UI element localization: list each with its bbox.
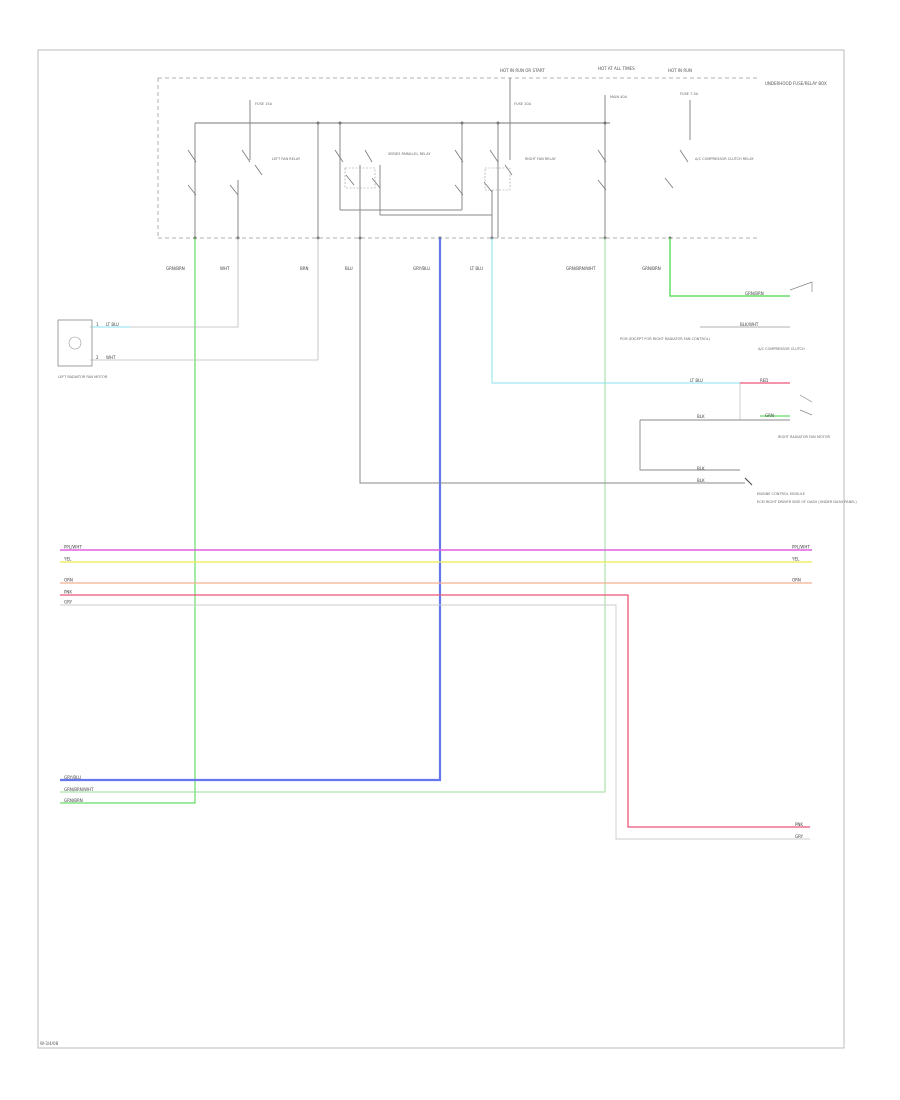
top-wire-label: GRN/BRN <box>642 266 661 271</box>
right-wire-label: LT BLU <box>690 378 703 383</box>
bottom-left-labels: GRY/BLU GRN/BRN/WHT GRN/BRN <box>64 775 94 803</box>
bus-line-right-label: ORN <box>792 578 801 583</box>
ecm-label: ENGINE CONTROL MODULE <box>757 492 805 496</box>
top-wire-label: GRN/BRN <box>166 266 185 271</box>
left-motor-wire-1: LT BLU <box>106 322 119 327</box>
bottom-left-label: GRY/BLU <box>64 775 81 780</box>
wire-grn-brn <box>60 238 196 804</box>
relay-2-label: SERIES PARALLEL RELAY <box>388 152 431 156</box>
right-wire-label: GRN/BRN <box>745 291 764 296</box>
diagram-frame <box>37 49 845 1049</box>
ecm-right-label: ECM RIGHT DRIVER SIDE OF DASH (UNDER DAS… <box>757 500 857 504</box>
compressor-clutch-symbol <box>789 281 813 292</box>
right-wire-label: BLK <box>697 414 705 419</box>
fuse-1-label: FUSE 15A <box>255 102 273 106</box>
bottom-left-label: GRN/BRN/WHT <box>64 787 94 792</box>
wire-wht <box>90 238 239 328</box>
right-wire-label: RED <box>760 378 768 383</box>
wire-blu <box>359 238 745 484</box>
left-motor-label: LEFT RADIATOR FAN MOTOR <box>58 375 108 379</box>
relay-3-label: RIGHT FAN RELAY <box>525 157 557 161</box>
left-motor-pin-2: 2 <box>96 355 99 360</box>
bus-line-label: PNK <box>64 590 72 595</box>
left-fan-motor <box>57 319 93 367</box>
wire-lt-blu <box>491 238 740 384</box>
bus-line-right-label: YEL <box>791 557 800 562</box>
wire-grn-brn-wht <box>60 238 606 793</box>
wire-brn <box>90 238 319 361</box>
bus-line-label: YEL <box>63 557 72 562</box>
bus-line-label: GRY <box>64 600 73 605</box>
top-wire-label: LT BLU <box>470 266 483 271</box>
wire-grn-brn-right <box>669 238 790 297</box>
bus-line-right-label: PPL/WHT <box>792 545 810 550</box>
top-wire-labels: GRN/BRN WHT BRN BLU GRY/BLU LT BLU GRN/BRN/WHT… <box>166 266 661 271</box>
fuse-relay-box <box>157 77 760 239</box>
right-wire-label: BLK <box>697 478 705 483</box>
fuse-box-label: UNDERHOOD FUSE/RELAY BOX <box>765 81 827 86</box>
relay-1-label: LEFT FAN RELAY <box>272 157 301 161</box>
hot-at-all-times-label: HOT AT ALL TIMES <box>598 66 635 71</box>
left-motor-pin-1: 1 <box>96 322 99 327</box>
bottom-right-label: PNK <box>795 822 803 827</box>
compressor-label: A/C COMPRESSOR CLUTCH <box>758 347 805 351</box>
bottom-right-labels: PNK GRY <box>795 822 804 839</box>
right-wire-labels: GRN/BRN BLK/WHT LT BLU RED BLK GRN BLK BLK <box>690 291 774 483</box>
right-wire-label: BLK <box>697 466 705 471</box>
left-motor-wire-2: WHT <box>106 355 116 360</box>
wire-gry <box>60 604 810 840</box>
top-wire-label: GRY/BLU <box>413 266 430 271</box>
bottom-left-label: GRN/BRN <box>64 798 83 803</box>
bus-lines: PPL/WHT PPL/WHT YEL YEL ORN ORN PNK GRY <box>60 545 812 605</box>
right-fan-motor <box>799 394 813 416</box>
top-wire-label: GRN/BRN/WHT <box>566 266 596 271</box>
top-wire-label: BLU <box>345 266 353 271</box>
hot-in-run-label: HOT IN RUN <box>668 68 692 73</box>
fuse-4-label: FUSE 7.5A <box>680 92 699 96</box>
bus-line-label: ORN <box>64 578 73 583</box>
top-wire-label: WHT <box>220 266 230 271</box>
wire-pnk <box>60 594 810 828</box>
pcm-note-label: PCM (EXCEPT FOR RIGHT RADIATOR FAN CONTR… <box>620 337 711 341</box>
right-motor-label: RIGHT RADIATOR FAN MOTOR <box>778 435 831 439</box>
bottom-right-label: GRY <box>795 834 804 839</box>
bus-line-label: PPL/WHT <box>64 545 82 550</box>
fuse-3-label: MAIN 40A <box>610 95 628 99</box>
right-wire-label: GRN <box>765 413 774 418</box>
fuse-2-label: FUSE 10A <box>514 102 532 106</box>
hot-in-run-start-label: HOT IN RUN OR START <box>500 68 545 73</box>
top-wire-label: BRN <box>300 266 309 271</box>
wire-gry-blu <box>60 238 442 782</box>
right-wire-label: BLK/WHT <box>740 322 759 327</box>
relay-4-label: A/C COMPRESSOR CLUTCH RELAY <box>695 157 755 161</box>
footer-code: W-3/4/08 <box>40 1041 59 1046</box>
